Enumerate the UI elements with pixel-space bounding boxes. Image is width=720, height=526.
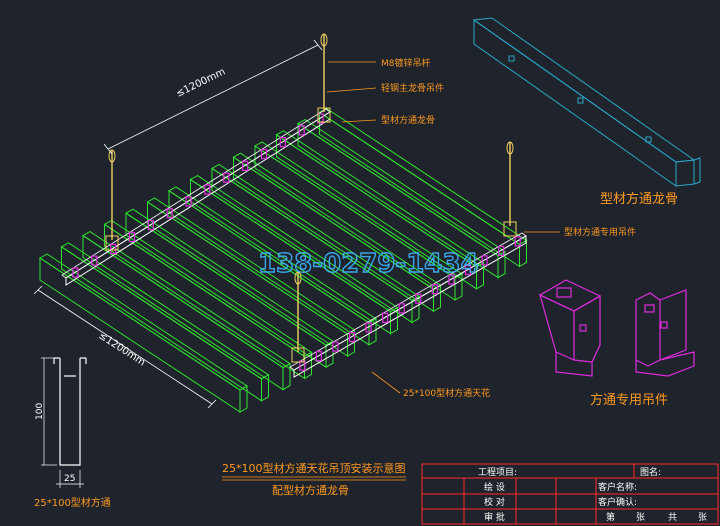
rod-nut bbox=[108, 149, 116, 163]
profile-clip-hanger bbox=[332, 341, 339, 352]
ceiling-profile-end bbox=[239, 385, 248, 413]
profile-clip-hanger bbox=[315, 351, 322, 362]
profile-clip-hanger bbox=[299, 360, 306, 371]
tb-sheet-unit: 张 bbox=[636, 512, 645, 523]
dimension-bottom bbox=[33, 285, 217, 409]
profile-clip-hanger bbox=[260, 148, 268, 160]
ceiling-profile-end bbox=[261, 373, 269, 402]
rod-nut bbox=[506, 141, 514, 155]
hanger-detail-title: 方通专用吊件 bbox=[590, 392, 668, 408]
profile-clip-hanger bbox=[204, 184, 211, 195]
main-keel-hanger bbox=[317, 107, 331, 123]
profile-clip-hanger bbox=[398, 303, 405, 314]
section-detail-drawing bbox=[41, 357, 87, 488]
profile-clip-hanger bbox=[147, 220, 154, 231]
tb-drawing-name-label: 图名: bbox=[640, 466, 661, 478]
profile-keel-top bbox=[61, 108, 331, 279]
main-keel-hanger bbox=[503, 221, 517, 237]
label-main-keel-hanger: 轻钢主龙骨吊件 bbox=[381, 82, 444, 94]
profile-clip-hanger bbox=[185, 196, 192, 207]
ceiling-profile-end bbox=[282, 362, 291, 391]
profile-clip-hanger bbox=[448, 274, 455, 285]
drawing-subtitle: 配型材方通龙骨 bbox=[272, 483, 349, 497]
title-block bbox=[421, 463, 719, 525]
profile-clip-hanger bbox=[382, 312, 389, 323]
callout-leaders bbox=[326, 61, 560, 394]
label-ceiling: 25*100型材方通天花 bbox=[403, 387, 490, 399]
label-special-hanger: 型材方通专用吊件 bbox=[564, 226, 636, 238]
profile-clip-hanger bbox=[514, 236, 521, 247]
watermark-phone: 138-0279-1434 bbox=[258, 249, 479, 279]
profile-clip-hanger bbox=[498, 245, 505, 256]
tb-total-unit: 张 bbox=[698, 512, 707, 523]
section-height-label: 100 bbox=[35, 403, 45, 420]
tb-customer-confirm-label: 客户确认: bbox=[598, 496, 637, 508]
profile-clip-hanger bbox=[431, 284, 438, 295]
profile-clip-hanger bbox=[128, 231, 136, 243]
ceiling-profile-end bbox=[497, 250, 506, 279]
profile-clip-hanger bbox=[223, 172, 230, 183]
ceiling-profile-end bbox=[390, 306, 398, 335]
rod-nut bbox=[294, 271, 302, 285]
profile-clip-hanger bbox=[298, 125, 305, 136]
ceiling-profile-end bbox=[411, 295, 420, 324]
profile-clip-hanger bbox=[415, 293, 422, 304]
main-keel-hanger bbox=[291, 347, 305, 363]
ceiling-profile-end bbox=[519, 239, 527, 268]
ceiling-profile-end bbox=[476, 261, 484, 290]
keel-detail-title: 型材方通龙骨 bbox=[600, 191, 678, 207]
ceiling-profile-end bbox=[325, 340, 334, 369]
ceiling-profile-end bbox=[454, 273, 463, 301]
tb-review-label: 审 批 bbox=[484, 511, 505, 523]
section-width-label: 25 bbox=[64, 474, 75, 484]
profile-clip-hanger bbox=[166, 208, 173, 219]
tb-sheet-prefix: 第 bbox=[606, 511, 615, 523]
keel-detail-drawing bbox=[472, 17, 701, 187]
profile-clip-hanger bbox=[91, 255, 98, 266]
profile-clip-hanger bbox=[481, 255, 488, 266]
label-hanger-rod: M8镀锌吊杆 bbox=[381, 57, 431, 69]
special-hanger-detail-drawing bbox=[538, 279, 695, 377]
ceiling-profile-end bbox=[368, 317, 377, 346]
profile-clip-hanger bbox=[110, 243, 117, 254]
profile-clip-hanger bbox=[279, 137, 286, 148]
tb-customer-name-label: 客户名称: bbox=[598, 481, 637, 493]
profile-clip-hanger bbox=[348, 331, 356, 343]
section-caption: 25*100型材方通 bbox=[34, 496, 111, 509]
tb-project-label: 工程项目: bbox=[478, 467, 517, 478]
label-profile-keel: 型材方通龙骨 bbox=[381, 114, 435, 126]
drawing-title: 25*100型材方通天花吊顶安装示意图 bbox=[222, 461, 406, 475]
tb-check-label: 校 对 bbox=[484, 496, 505, 508]
dimension-top bbox=[103, 39, 323, 155]
profile-clip-hanger bbox=[365, 322, 372, 333]
tb-total-prefix: 共 bbox=[668, 512, 677, 523]
main-keel-hanger bbox=[105, 235, 119, 251]
rod-nut bbox=[320, 33, 328, 47]
profile-clip-hanger bbox=[242, 160, 249, 171]
profile-clip-hanger bbox=[72, 267, 79, 278]
ceiling-assembly bbox=[39, 33, 528, 413]
tb-draw-label: 绘 设 bbox=[484, 481, 505, 493]
profile-clip-hanger bbox=[464, 264, 472, 276]
